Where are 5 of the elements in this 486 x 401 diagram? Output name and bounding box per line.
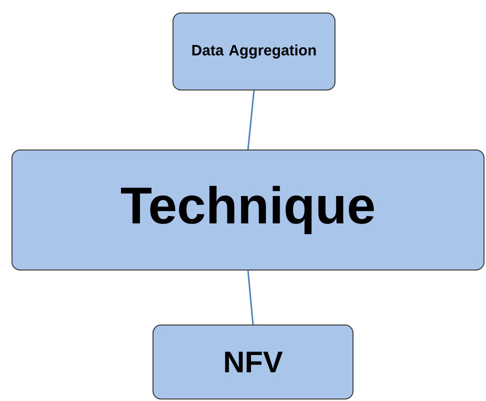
process-box: Data Aggregation <box>172 12 336 90</box>
process-box: Technique <box>12 150 484 270</box>
process-box: NFV <box>152 324 354 400</box>
connector-line <box>247 270 254 325</box>
connector-line <box>247 90 255 150</box>
